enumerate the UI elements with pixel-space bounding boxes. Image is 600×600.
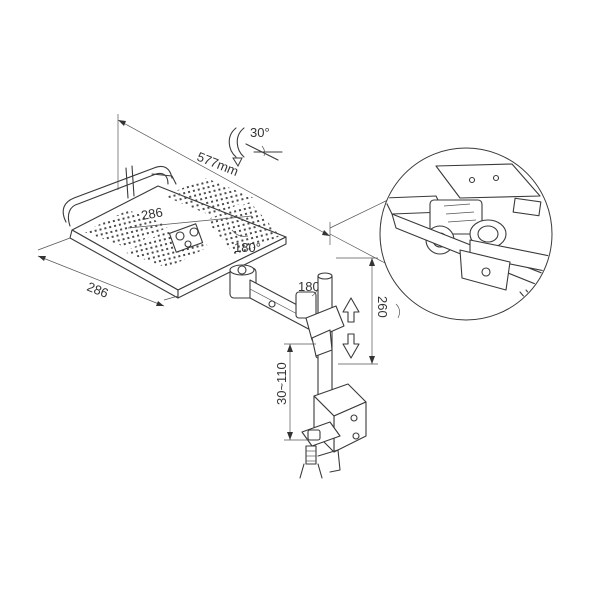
detail-view bbox=[379, 147, 553, 321]
clamp-range-label: 30~110 bbox=[274, 362, 289, 405]
vent-holes-left bbox=[84, 210, 170, 248]
vent-holes-back bbox=[164, 178, 254, 216]
height-adjust-arrows bbox=[342, 297, 360, 359]
tilt-angle-label: 30° bbox=[250, 125, 270, 140]
tilt-indicator: 30° bbox=[228, 125, 283, 168]
tray-rotation-label: 180° bbox=[234, 240, 261, 255]
tray-inner-label: 286 bbox=[140, 204, 164, 223]
clamp-range-dimension: 30~110 bbox=[274, 343, 316, 441]
clamp-knob bbox=[317, 449, 341, 473]
vent-holes-right bbox=[206, 202, 280, 256]
tray-depth-label: 286 bbox=[85, 279, 111, 301]
height-dimension: 260 bbox=[336, 257, 390, 365]
desk-clamp bbox=[299, 383, 367, 479]
rotation-arc-tray bbox=[231, 229, 249, 237]
detail-top-plate bbox=[435, 163, 541, 199]
tray-mount-bracket bbox=[168, 223, 204, 253]
height-label: 260 bbox=[375, 296, 390, 318]
tray-handle bbox=[125, 165, 135, 199]
